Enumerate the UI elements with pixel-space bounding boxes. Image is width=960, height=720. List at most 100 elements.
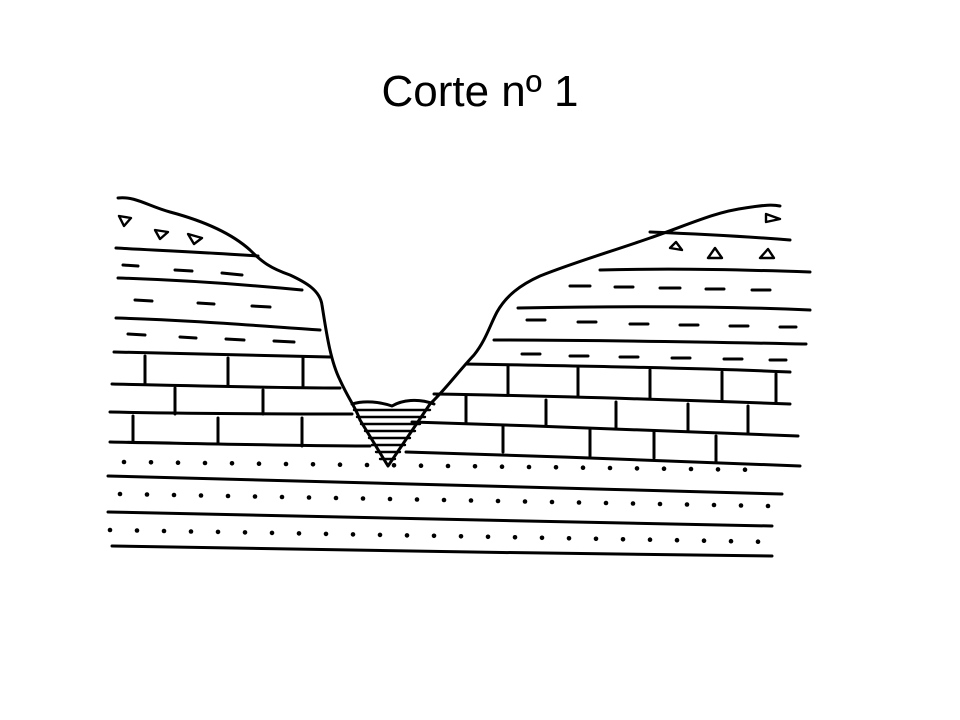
- bedding-line: [106, 474, 784, 496]
- breccia-clast: [706, 246, 724, 260]
- sand-grain-dot: [279, 494, 285, 500]
- shale-dash: [173, 268, 194, 273]
- shale-dash: [133, 298, 154, 303]
- sand-grain-dot: [202, 460, 208, 466]
- breccia-clast: [186, 232, 204, 246]
- sand-grain-dot: [175, 460, 181, 466]
- sand-grain-dot: [323, 531, 329, 537]
- sand-grain-dot: [364, 462, 370, 468]
- sand-grain-dot: [431, 533, 437, 539]
- sand-grain-dot: [468, 498, 474, 503]
- sand-grain-dot: [333, 495, 339, 501]
- sand-grain-dot: [688, 466, 694, 472]
- breccia-clast: [153, 228, 170, 241]
- sand-grain-dot: [391, 463, 397, 468]
- sand-grain-dot: [296, 531, 302, 536]
- sand-grain-dot: [674, 537, 680, 543]
- shale-layer: [114, 263, 812, 362]
- sand-grain-dot: [144, 492, 150, 497]
- sand-grain-dot: [580, 465, 586, 471]
- sand-grain-dot: [512, 535, 518, 540]
- sand-grain-dot: [404, 533, 410, 538]
- sand-grain-dot: [242, 530, 248, 535]
- sand-grain-dot: [485, 534, 491, 540]
- sand-grain-dot: [620, 537, 626, 542]
- sand-grain-dot: [414, 497, 420, 502]
- bedding-line: [492, 338, 808, 346]
- sand-grain-dot: [499, 464, 505, 470]
- shale-dash: [121, 263, 140, 268]
- sand-grain-dot: [522, 499, 528, 504]
- shale-dash: [272, 339, 296, 344]
- sand-grain-dot: [148, 460, 154, 465]
- breccia-clast: [758, 247, 776, 260]
- sand-grain-dot: [441, 497, 447, 503]
- bedding-line: [432, 392, 792, 406]
- sand-grain-dot: [283, 461, 289, 467]
- sand-grain-dot: [549, 499, 555, 505]
- sand-grain-dot: [337, 462, 343, 468]
- bedding-line: [108, 410, 354, 416]
- shale-dash: [126, 332, 147, 337]
- sand-grain-dot: [458, 534, 464, 539]
- bedding-line: [114, 316, 322, 332]
- sand-grain-dot: [526, 464, 532, 470]
- shale-dash: [250, 304, 272, 309]
- sand-grain-dot: [225, 493, 231, 499]
- sand-grain-dot: [171, 492, 177, 498]
- bedding-line: [516, 305, 812, 312]
- bedding-line: [464, 362, 792, 374]
- bedding-line: [112, 350, 332, 359]
- sand-grain-dot: [229, 461, 235, 466]
- sand-grain-dot: [188, 529, 194, 534]
- sand-grain-dot: [117, 491, 123, 497]
- sand-grain-dot: [539, 535, 545, 541]
- sand-grain-dot: [252, 494, 258, 499]
- sand-grain-dot: [593, 536, 599, 542]
- sand-grain-dot: [269, 530, 275, 536]
- breccia-clast: [117, 214, 133, 228]
- breccia-clast: [764, 212, 782, 224]
- sand-grain-dot: [566, 536, 572, 541]
- sand-grain-dot: [107, 527, 113, 533]
- sand-grain-dot: [603, 500, 609, 506]
- sand-grain-dot: [215, 529, 221, 535]
- limestone-layer: [108, 350, 802, 468]
- sand-grain-dot: [765, 503, 771, 509]
- sand-grain-dot: [387, 496, 393, 502]
- sand-grain-dot: [715, 467, 721, 472]
- bedding-line: [116, 276, 304, 292]
- sand-grain-dot: [553, 465, 559, 470]
- sand-grain-dot: [738, 503, 744, 508]
- breccia-clast: [668, 240, 684, 252]
- shale-dash: [224, 337, 246, 342]
- sand-grain-dot: [360, 496, 366, 501]
- bedding-line: [106, 510, 774, 528]
- sand-grain-dot: [161, 528, 167, 534]
- bedding-line: [648, 230, 792, 242]
- sand-grain-dot: [728, 538, 734, 544]
- sand-grain-dot: [661, 466, 667, 472]
- sand-grain-dot: [472, 464, 478, 469]
- sand-grain-dot: [134, 528, 140, 533]
- sand-grain-dot: [755, 539, 761, 544]
- sand-grain-dot: [630, 501, 636, 506]
- bedding-line: [404, 450, 802, 468]
- bedding-line: [108, 440, 372, 448]
- sand-grain-dot: [647, 537, 653, 542]
- sandstone-layer: [106, 459, 784, 558]
- sand-grain-dot: [684, 502, 690, 507]
- sand-grain-dot: [701, 538, 707, 543]
- sand-grain-dot: [256, 461, 262, 467]
- bedding-line: [110, 544, 774, 558]
- shale-dash: [196, 301, 216, 306]
- sand-grain-dot: [634, 466, 640, 471]
- sand-grain-dot: [310, 462, 316, 467]
- sand-grain-dot: [418, 463, 424, 469]
- bedding-line: [410, 420, 800, 438]
- sand-grain-dot: [306, 495, 312, 500]
- bedding-line: [114, 246, 260, 258]
- sand-grain-dot: [377, 532, 383, 538]
- shale-dash: [220, 271, 244, 277]
